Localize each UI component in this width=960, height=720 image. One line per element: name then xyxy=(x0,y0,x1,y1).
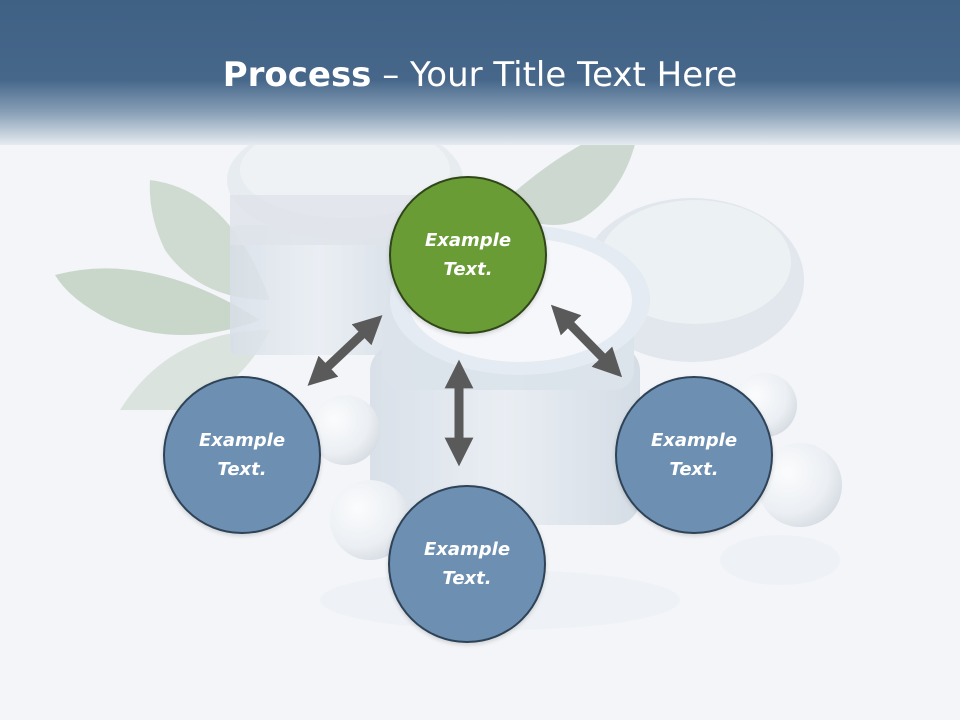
leaf-left-1 xyxy=(55,268,260,335)
pearl xyxy=(310,395,380,465)
leaf-right xyxy=(500,120,640,225)
title-bold-text: Process xyxy=(222,55,372,95)
slide-title[interactable]: Process – Your Title Text Here xyxy=(0,52,960,98)
process-node-right[interactable]: Example Text. xyxy=(615,376,773,534)
node-right-text: Example Text. xyxy=(650,430,738,480)
double-arrow-right xyxy=(550,304,623,378)
title-rest-text: – Your Title Text Here xyxy=(371,55,738,95)
pearl xyxy=(758,443,842,527)
title-bar xyxy=(0,0,960,145)
node-top-text: Example Text. xyxy=(424,230,512,280)
node-left-text: Example Text. xyxy=(198,430,286,480)
pearl xyxy=(330,480,410,560)
double-arrow-left xyxy=(307,315,383,386)
process-node-top[interactable]: Example Text. xyxy=(389,176,547,334)
process-node-bottom[interactable]: Example Text. xyxy=(388,485,546,643)
process-node-left[interactable]: Example Text. xyxy=(163,376,321,534)
node-bottom-text: Example Text. xyxy=(423,539,511,589)
